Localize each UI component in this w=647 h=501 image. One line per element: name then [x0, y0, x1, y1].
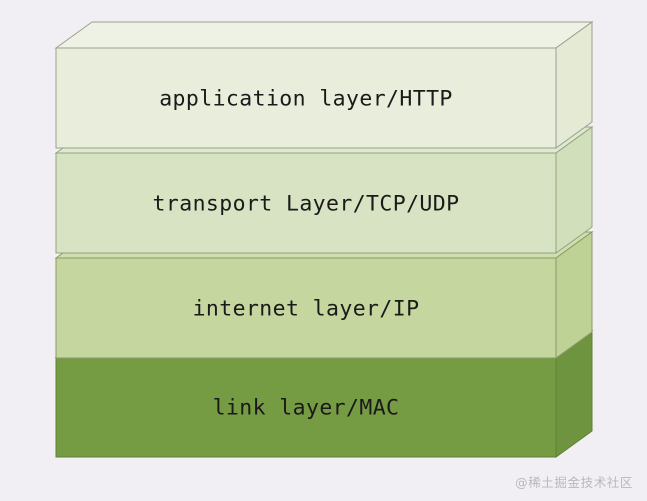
layer-label-internet: internet layer/IP: [193, 297, 420, 322]
layer-block-application[interactable]: application layer/HTTP: [54, 21, 594, 149]
layers-group: link layer/MAC internet layer/IP transport…: [54, 21, 594, 458]
layer-label-link: link layer/MAC: [213, 396, 400, 421]
layer-top-face-application: [54, 21, 594, 49]
layer-front-face-link: [55, 356, 557, 458]
layer-front-face-transport: [55, 152, 557, 254]
layer-label-transport: transport Layer/TCP/UDP: [153, 192, 460, 217]
layer-label-application: application layer/HTTP: [159, 87, 453, 112]
layer-front-face-application: [55, 47, 557, 149]
watermark-text: @稀土掘金技术社区: [515, 475, 633, 490]
layer-front-face-internet: [55, 257, 557, 359]
